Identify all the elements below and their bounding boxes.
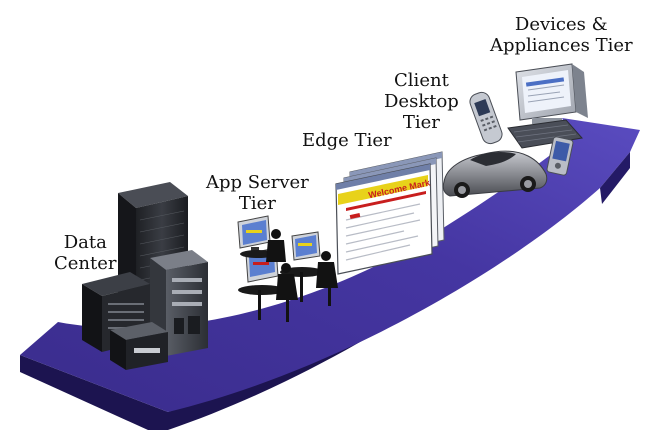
label-client-line1: Client — [394, 70, 449, 91]
browser-window-icon: Welcome Mark — [335, 163, 433, 275]
label-edge-tier: Edge Tier — [302, 130, 392, 151]
computer-monitor-icon — [515, 63, 588, 124]
server-unit-icon — [110, 322, 168, 370]
label-client-line3: Tier — [402, 112, 440, 133]
sports-car-icon — [442, 150, 548, 198]
label-edge-line1: Edge Tier — [302, 130, 392, 151]
label-app-server-tier: App Server Tier — [206, 172, 309, 214]
mobile-phone-icon — [469, 91, 503, 145]
edge-browser-windows: Welcome Mark — [335, 151, 445, 275]
label-app-server-line1: App Server — [206, 172, 309, 193]
label-devices-line1: Devices & — [514, 14, 608, 35]
label-data-center: Data Center — [54, 232, 117, 274]
label-app-server-line2: Tier — [238, 193, 276, 214]
label-data-center-line1: Data — [63, 232, 107, 253]
arrow-head-side — [600, 152, 630, 204]
people-silhouettes — [258, 229, 338, 322]
client-devices — [442, 91, 548, 198]
label-client-line2: Desktop — [384, 91, 459, 112]
app-server-workstations — [237, 215, 338, 322]
appliance-devices — [507, 63, 588, 176]
label-data-center-line2: Center — [54, 253, 117, 274]
label-devices-appliances-tier: Devices & Appliances Tier — [490, 14, 633, 56]
label-client-desktop-tier: Client Desktop Tier — [384, 70, 459, 133]
pda-icon — [546, 136, 574, 176]
desktop-workstation-icon — [237, 215, 271, 253]
data-center-servers — [82, 182, 208, 370]
label-devices-line2: Appliances Tier — [490, 35, 633, 56]
desktop-workstation-icon — [291, 231, 321, 261]
